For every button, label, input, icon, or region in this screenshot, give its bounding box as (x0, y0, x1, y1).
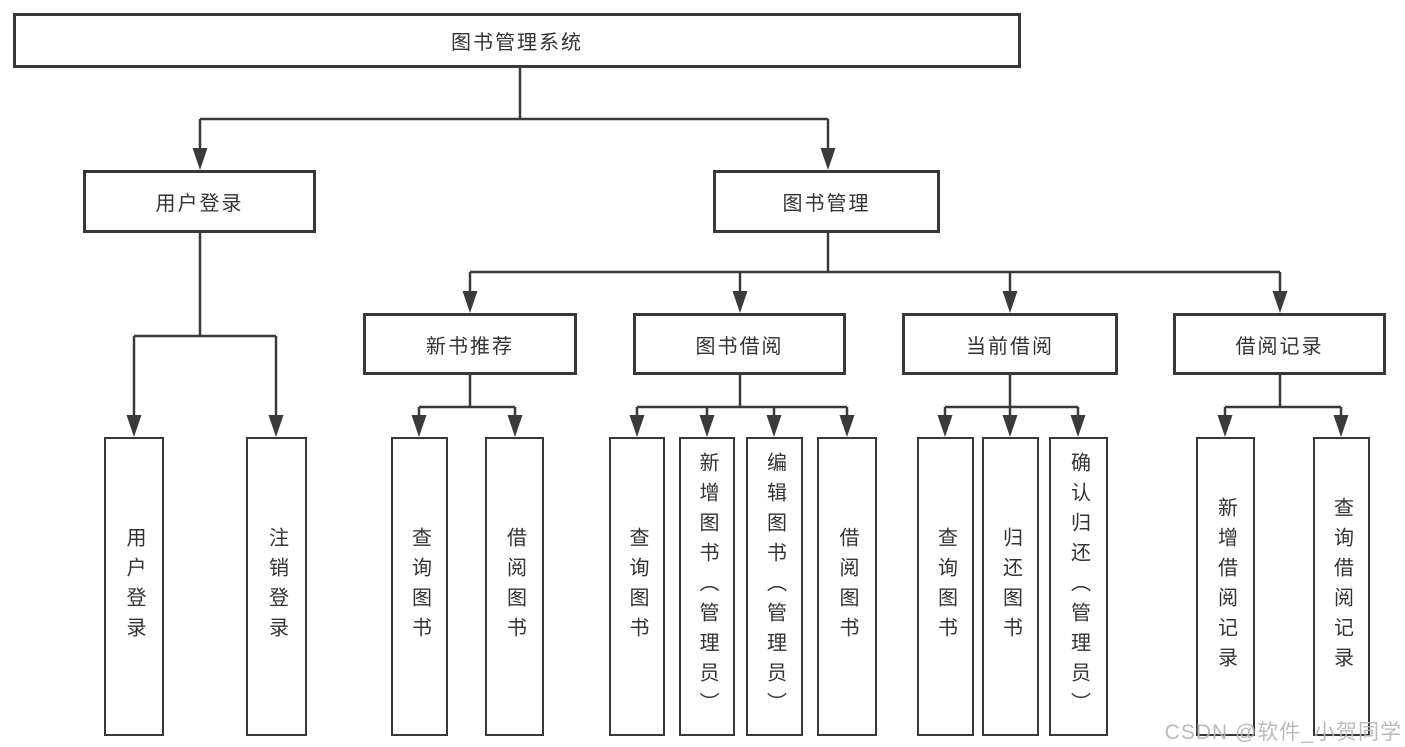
leaf-query-books-borrowing-label: 查询图书 (626, 526, 648, 647)
node-book-management: 图书管理 (713, 170, 940, 233)
leaf-borrow-books-borrowing: 借阅图书 (817, 437, 877, 736)
leaf-query-books-current: 查询图书 (917, 437, 974, 736)
node-book-borrowing-label: 图书借阅 (695, 335, 784, 358)
leaf-borrow-books-borrowing-label: 借阅图书 (836, 526, 858, 647)
leaf-confirm-return-admin-label: 确认归还（管理员） (1067, 451, 1090, 722)
leaf-borrow-books-recommend-label: 借阅图书 (503, 526, 526, 647)
node-book-borrowing: 图书借阅 (633, 313, 846, 375)
leaf-add-books-admin: 新增图书（管理员） (679, 437, 735, 736)
leaf-user-login: 用户登录 (104, 437, 164, 736)
node-user-login: 用户登录 (83, 170, 316, 233)
csdn-watermark: CSDN @软件_小贺同学 (1164, 721, 1402, 744)
node-new-book-recommend-label: 新书推荐 (426, 335, 514, 358)
leaf-query-borrow-record: 查询借阅记录 (1313, 437, 1370, 736)
node-current-borrowing: 当前借阅 (902, 313, 1118, 375)
leaf-logout-label: 注销登录 (265, 526, 288, 647)
leaf-query-books-recommend-label: 查询图书 (408, 526, 431, 647)
leaf-add-books-admin-label: 新增图书（管理员） (696, 451, 718, 722)
leaf-query-books-borrowing: 查询图书 (609, 437, 665, 736)
leaf-logout: 注销登录 (246, 437, 307, 736)
leaf-add-borrow-record-label: 新增借阅记录 (1214, 496, 1237, 677)
leaf-user-login-label: 用户登录 (123, 526, 145, 647)
leaf-query-books-recommend: 查询图书 (391, 437, 448, 736)
leaf-return-books-label: 归还图书 (999, 526, 1022, 647)
node-current-borrowing-label: 当前借阅 (966, 335, 1054, 358)
leaf-add-borrow-record: 新增借阅记录 (1196, 437, 1255, 736)
node-new-book-recommend: 新书推荐 (363, 313, 577, 375)
node-borrowing-records-label: 借阅记录 (1235, 335, 1324, 358)
leaf-query-books-current-label: 查询图书 (934, 526, 957, 647)
leaf-borrow-books-recommend: 借阅图书 (485, 437, 544, 736)
leaf-query-borrow-record-label: 查询借阅记录 (1330, 496, 1353, 677)
node-root: 图书管理系统 (13, 13, 1021, 68)
leaf-return-books: 归还图书 (982, 437, 1039, 736)
arrowheads (126, 148, 1349, 437)
leaf-edit-books-admin: 编辑图书（管理员） (746, 437, 803, 736)
node-root-label: 图书管理系统 (451, 32, 583, 54)
leaf-confirm-return-admin: 确认归还（管理员） (1049, 437, 1108, 736)
node-borrowing-records: 借阅记录 (1173, 313, 1386, 375)
node-book-management-label: 图书管理 (782, 193, 871, 215)
node-user-login-label: 用户登录 (155, 193, 244, 215)
leaf-edit-books-admin-label: 编辑图书（管理员） (763, 451, 786, 722)
